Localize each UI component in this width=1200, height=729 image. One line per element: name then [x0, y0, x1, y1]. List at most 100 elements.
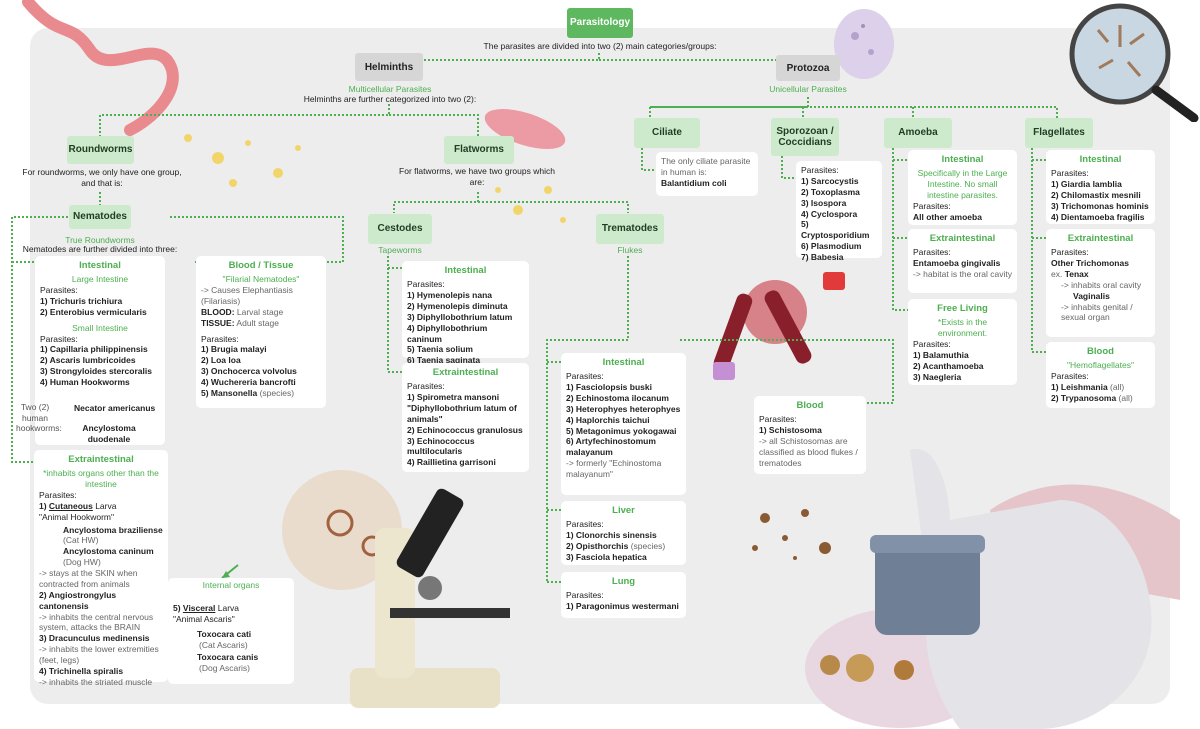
roundworms-desc: For roundworms, we only have one group, … — [22, 167, 182, 188]
list-item: 4) Dientamoeba fragilis — [1051, 211, 1145, 222]
species-note: (species) — [257, 387, 295, 398]
card-title: Extraintestinal — [929, 233, 996, 244]
yellow-smear-image-2 — [495, 186, 566, 223]
protozoa-sub: Unicellular Parasites — [769, 84, 847, 94]
list-item: 3) Onchocerca volvolus — [201, 366, 297, 377]
list-item: 1) Hymenolepis nana — [407, 290, 493, 301]
card-title: Blood — [796, 400, 824, 411]
flatworms-label: Flatworms — [444, 136, 514, 164]
list-item: 2) Ascaris lumbricoides — [40, 355, 136, 366]
tenax-label: Tenax — [1064, 268, 1089, 279]
hookworm-ancylostoma: Ancylostoma duodenale — [82, 423, 136, 444]
list-item: 4) Cyclospora — [801, 208, 858, 219]
list-item: 2) Trypanosoma — [1051, 392, 1117, 403]
helminths-label: Helminths — [355, 53, 423, 81]
list-item: 2) Toxoplasma — [801, 186, 860, 197]
trematodes-label: Trematodes — [596, 214, 664, 244]
card-title: Extraintestinal — [1067, 233, 1134, 244]
all-note: (all) — [1116, 392, 1133, 403]
list-item: 1) Leishmania — [1051, 381, 1108, 392]
list-item: 2) Enterobius vermicularis — [40, 306, 147, 317]
internal-organs-label: Internal organs — [202, 580, 260, 590]
parasites-label: Parasites: — [407, 381, 445, 392]
list-item: 3) Strongyloides stercoralis — [40, 366, 152, 377]
amoeba-free-living-card: Free Living *Exists in the environment. … — [908, 299, 1017, 385]
card-title: Liver — [612, 505, 635, 516]
magnifier-icon — [1069, 3, 1199, 122]
blood-stage: Larval stage — [234, 306, 284, 317]
free-living-note: *Exists in the environment. — [937, 317, 988, 339]
list-item: 4) Trichinella spiralis — [39, 665, 124, 676]
list-item: 3) Echinococcus multilocularis — [407, 435, 475, 457]
note-line: -> formerly "Echinostoma malayanum" — [566, 458, 662, 480]
list-item: 5) Mansonella — [201, 387, 258, 398]
microscope-icon — [282, 470, 510, 708]
hookworm-necator: Necator americanus — [74, 403, 156, 413]
list-item: 5) Metagonimus yokogawai — [566, 425, 677, 436]
list-item: 1) Capillaria philippinensis — [40, 344, 148, 355]
list-item: 4) Raillietina garrisoni — [407, 457, 496, 468]
parasites-label: Parasites: — [759, 414, 797, 425]
note-line: -> inhabits the lower extremities (feet,… — [39, 644, 159, 666]
list-item: 2) Echinococcus granulosus — [407, 424, 523, 435]
note-line: -> all Schistosomas are classified as bl… — [759, 435, 858, 468]
roundworms-label: Roundworms — [67, 136, 134, 164]
parasites-label: Parasites: — [39, 489, 77, 500]
list-item: 1) Paragonimus westermani — [566, 601, 679, 612]
tissue-label: TISSUE: — [201, 317, 235, 328]
list-item: Entamoeba gingivalis — [913, 258, 1001, 269]
sporozoan-card: Parasites: 1) Sarcocystis 2) Toxoplasma … — [796, 161, 882, 262]
blood-label: BLOOD: — [201, 306, 235, 317]
card-title: Intestinal — [1079, 154, 1122, 165]
helminths-desc: Helminths are further categorized into t… — [303, 94, 477, 104]
species-note: (species) — [628, 540, 666, 551]
amoeba-extraintestinal-card: Extraintestinal Parasites: Entamoeba gin… — [908, 229, 1017, 293]
toxocara-cati: Toxocara cati — [197, 628, 252, 639]
parasites-label: Parasites: — [40, 285, 78, 296]
parasitology-title: Parasitology — [567, 8, 633, 38]
test-tube-icon — [713, 272, 845, 380]
note-line: -> inhabits oral cavity — [1061, 279, 1142, 290]
list-item: 3) Trichomonas hominis — [1051, 200, 1149, 211]
cat-ascaris-note: (Cat Ascaris) — [199, 639, 248, 650]
list-item: 2) Opisthorchis — [566, 540, 629, 551]
ciliate-card: The only ciliate parasite in human is: B… — [656, 152, 758, 196]
card-title: Intestinal — [444, 265, 487, 276]
cestode-intestinal-card: Intestinal Parasites: 1) Hymenolepis nan… — [402, 261, 529, 365]
list-item: 1) Fasciolopsis buski — [566, 382, 652, 393]
larva-word: Larva — [92, 500, 117, 511]
trematode-lung-card: Lung Parasites: 1) Paragonimus westerman… — [561, 572, 686, 618]
amoeba-label: Amoeba — [884, 118, 952, 148]
dog-hookworm: Ancylostoma caninum — [63, 546, 154, 557]
trematodes-sub: Flukes — [617, 245, 643, 255]
list-item: Other Trichomonas — [1051, 258, 1129, 269]
list-item: 1) Spirometra mansoni "Diphyllobothrium … — [407, 392, 517, 424]
microscope-slide-image — [834, 9, 894, 79]
list-item: 1) Balamuthia — [913, 349, 969, 360]
nematode-extraintestinal-card: Extraintestinal *inhabits organs other t… — [34, 450, 168, 687]
card-title: Intestinal — [941, 154, 984, 165]
list-item: 3) Dracunculus medinensis — [39, 633, 150, 644]
animal-hookworm: "Animal Hookworm" — [39, 511, 114, 522]
list-item: 6) Artyfechinostomum malayanum — [566, 436, 656, 458]
intestinal-note: Specifically in the Large Intestine. No … — [917, 168, 1008, 200]
list-item: 6) Plasmodium — [801, 241, 862, 252]
list-item: 2) Chilomastix mesnili — [1051, 189, 1141, 200]
card-title: Extraintestinal — [68, 454, 134, 465]
worm-icon — [22, 0, 179, 136]
example-prefix: ex. — [1051, 268, 1065, 279]
sporozoan-label: Sporozoan / Coccidians — [771, 118, 839, 156]
cestodes-sub: Tapeworms — [378, 245, 422, 255]
list-item: 1) Giardia lamblia — [1051, 179, 1122, 190]
parasites-label: Parasites: — [566, 519, 604, 530]
dog-hw-note: (Dog HW) — [63, 557, 101, 568]
extra-note: *inhabits organs other than the intestin… — [43, 468, 159, 490]
list-item: 2) Angiostrongylus cantonensis — [39, 589, 117, 611]
tissue-stage: Adult stage — [234, 317, 279, 328]
note-line: -> habitat is the oral cavity — [913, 268, 1012, 279]
gloved-hand-icon — [805, 448, 1180, 729]
item-num: 5) — [173, 602, 183, 613]
list-item: Balantidium coli — [661, 177, 727, 188]
parasites-label: Parasites: — [40, 333, 78, 344]
